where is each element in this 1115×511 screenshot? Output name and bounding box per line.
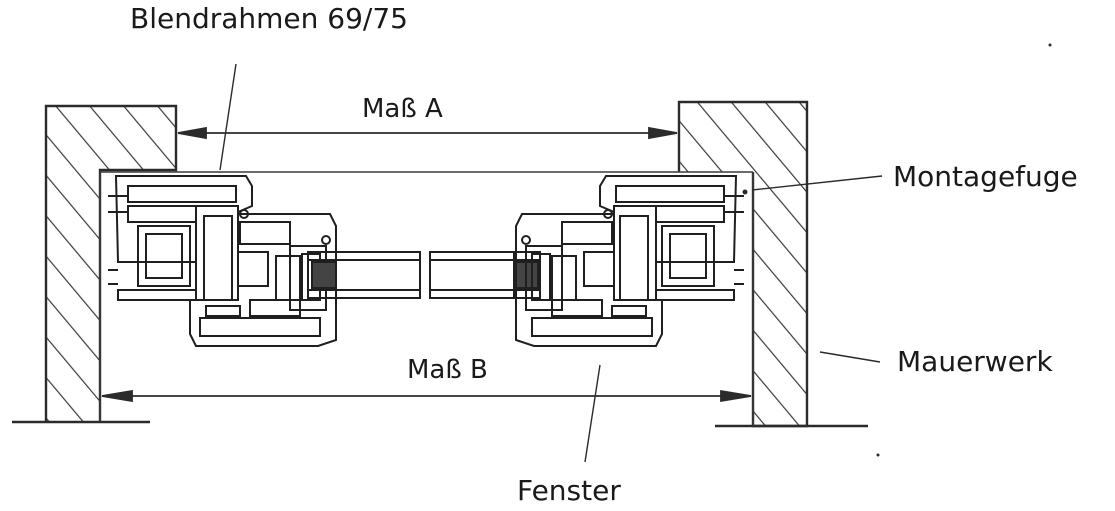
leader-window (584, 364, 601, 463)
label-masonry: Mauerwerk (897, 345, 1053, 378)
leader-lines (219, 63, 883, 463)
label-dimension-a: Maß A (362, 94, 443, 124)
dimension-line-a (177, 126, 678, 140)
leader-joint (751, 175, 883, 191)
glass-pane-right (429, 251, 541, 299)
window-frame-profile-left (108, 175, 337, 347)
dimension-line-b (101, 389, 752, 403)
label-dimension-b: Maß B (407, 355, 488, 385)
window-frame-profile-right (515, 175, 744, 347)
label-mounting-joint: Montagefuge (893, 160, 1078, 193)
leader-masonry (819, 351, 881, 363)
mounting-joint-outline (99, 171, 754, 426)
label-frame: Blendrahmen 69/75 (130, 2, 408, 35)
glass-pane-left (307, 251, 421, 299)
masonry-wall-right (677, 100, 868, 428)
leader-frame (219, 63, 237, 171)
joint-marks (742, 43, 1052, 457)
masonry-wall-left (12, 104, 178, 424)
label-window: Fenster (517, 474, 621, 507)
